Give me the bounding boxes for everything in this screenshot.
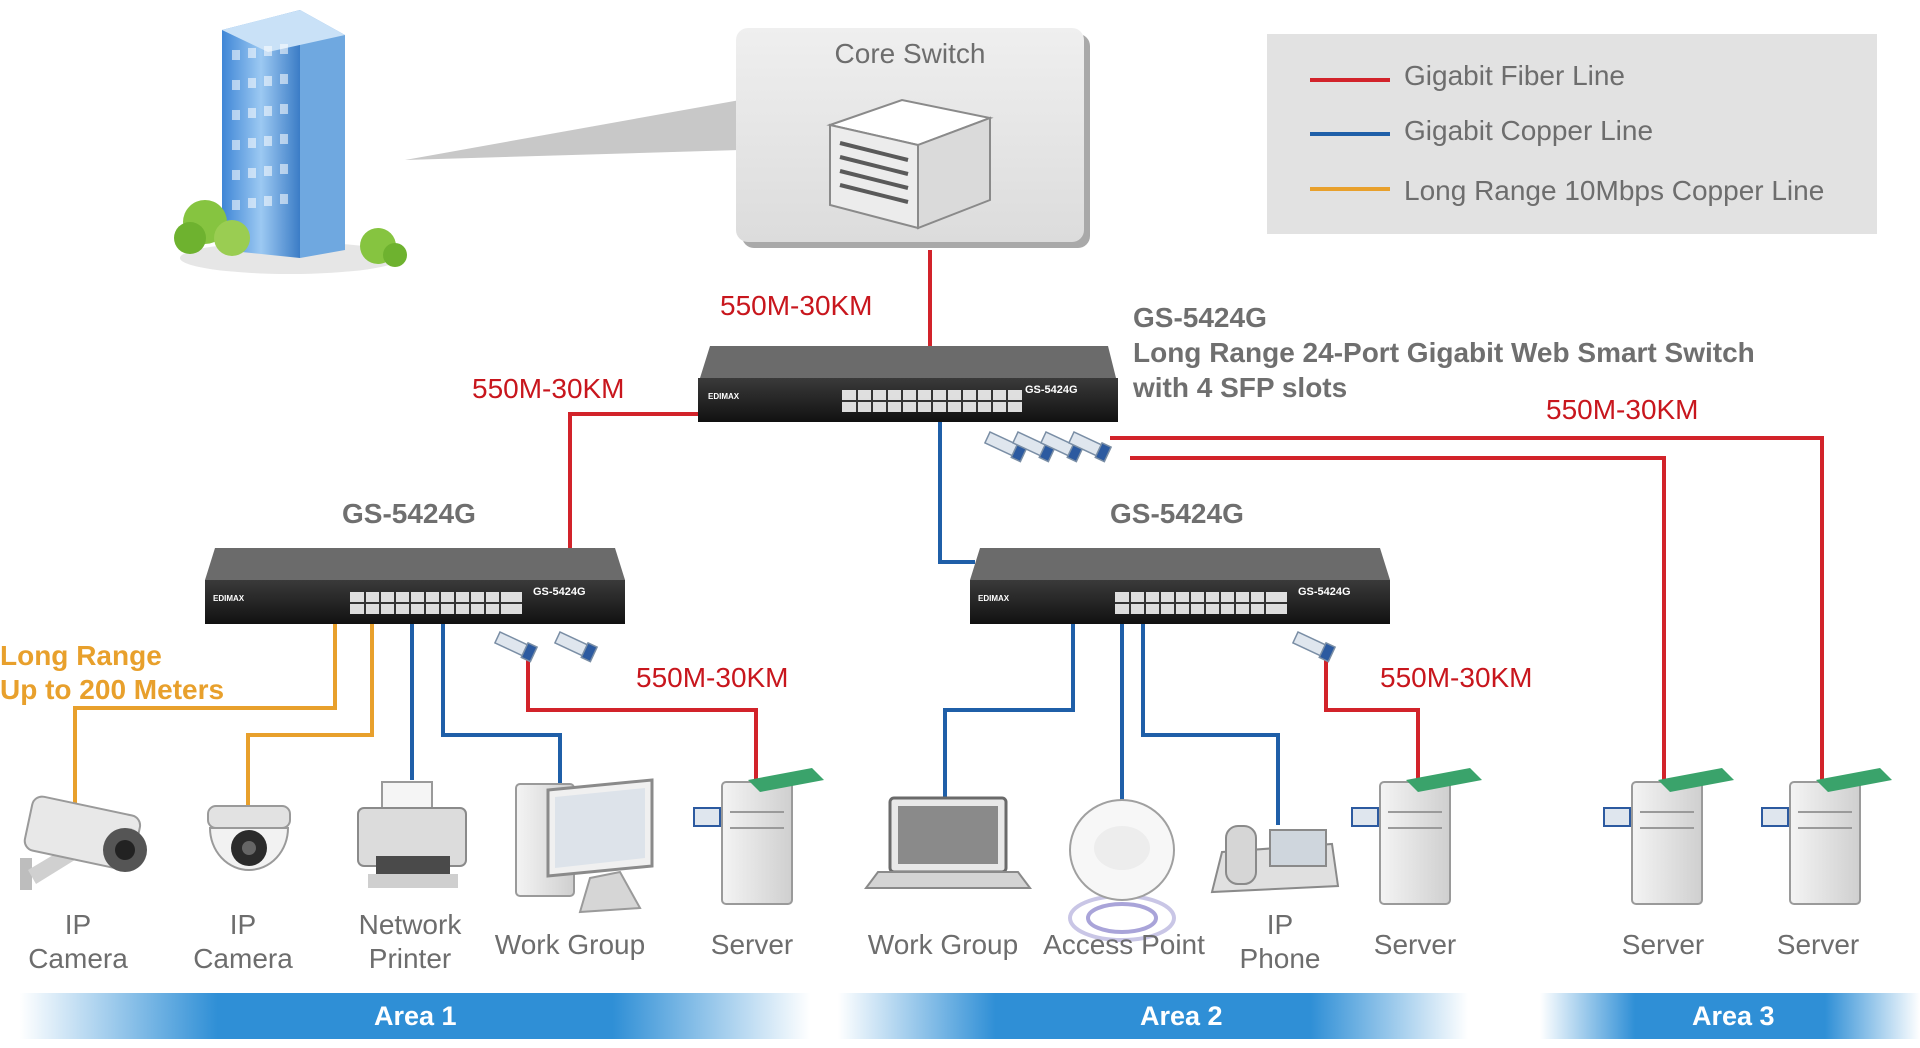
link-label-core-to-top: 550M-30KM: [720, 290, 873, 321]
area-2-bar: [838, 993, 1468, 1039]
connection-lines: [73, 250, 1824, 825]
legend-label-long-range: Long Range 10Mbps Copper Line: [1404, 175, 1825, 206]
laptop-icon: [864, 796, 1032, 889]
server-icon: [1351, 768, 1482, 905]
link-label-mid-to-server: 550M-30KM: [1380, 662, 1533, 693]
device-label-work-group-1: Work Group: [494, 929, 646, 960]
long-range-title: Long Range: [0, 640, 162, 671]
core-switch-icon: [826, 98, 994, 230]
core-callout-pointer: [405, 100, 740, 160]
device-label-server-3: Server: [1621, 929, 1705, 960]
server-icon: [693, 768, 824, 905]
link-label-left-to-server: 550M-30KM: [636, 662, 789, 693]
legend-label-fiber: Gigabit Fiber Line: [1404, 60, 1626, 91]
long-range-distance: Up to 200 Meters: [0, 674, 225, 705]
top-switch-brand: EDIMAX: [708, 392, 740, 401]
mid-switch-body: [970, 548, 1390, 624]
mid-switch-model: GS-5424G: [1110, 498, 1244, 529]
area-2-label: Area 2: [1140, 1001, 1223, 1031]
dome-camera-icon: [207, 805, 291, 871]
office-building-icon: [174, 10, 407, 274]
device-label-server-1: Server: [710, 929, 794, 960]
link-label-top-to-left: 550M-30KM: [472, 373, 625, 404]
device-label-server-4: Server: [1776, 929, 1860, 960]
mid-switch-face-label: GS-5424G: [1298, 586, 1351, 598]
printer-icon: [357, 781, 467, 888]
left-switch-model: GS-5424G: [342, 498, 476, 529]
top-switch-face-label: GS-5424G: [1025, 384, 1078, 396]
area-1-label: Area 1: [374, 1001, 457, 1031]
top-switch-description: Long Range 24-Port Gigabit Web Smart Swi…: [1133, 337, 1755, 368]
device-label-access-point: Access Point: [1043, 929, 1205, 960]
server-icon: [1603, 768, 1734, 905]
top-switch-body: [698, 346, 1118, 422]
core-switch-title: Core Switch: [834, 38, 986, 69]
link-label-top-to-area3: 550M-30KM: [1546, 394, 1699, 425]
device-label-work-group-2: Work Group: [867, 929, 1019, 960]
top-switch-sfp-note: with 4 SFP slots: [1133, 372, 1348, 403]
bullet-camera-icon: [20, 795, 147, 890]
area-3-label: Area 3: [1692, 1001, 1775, 1031]
left-switch-brand: EDIMAX: [213, 594, 245, 603]
area-1-bar: [20, 993, 810, 1039]
sfp-modules: [493, 431, 1337, 663]
device-label-server-2: Server: [1373, 929, 1457, 960]
left-switch-body: [205, 548, 625, 624]
legend-label-copper: Gigabit Copper Line: [1404, 115, 1654, 146]
mid-switch-brand: EDIMAX: [978, 594, 1010, 603]
desktop-icon: [515, 778, 654, 914]
access-point-icon: [1068, 799, 1176, 942]
ip-phone-icon: [1210, 825, 1340, 894]
left-switch-face-label: GS-5424G: [533, 586, 586, 598]
server-icon: [1761, 768, 1892, 905]
area-3-bar: [1540, 993, 1920, 1039]
top-switch-model: GS-5424G: [1133, 302, 1267, 333]
